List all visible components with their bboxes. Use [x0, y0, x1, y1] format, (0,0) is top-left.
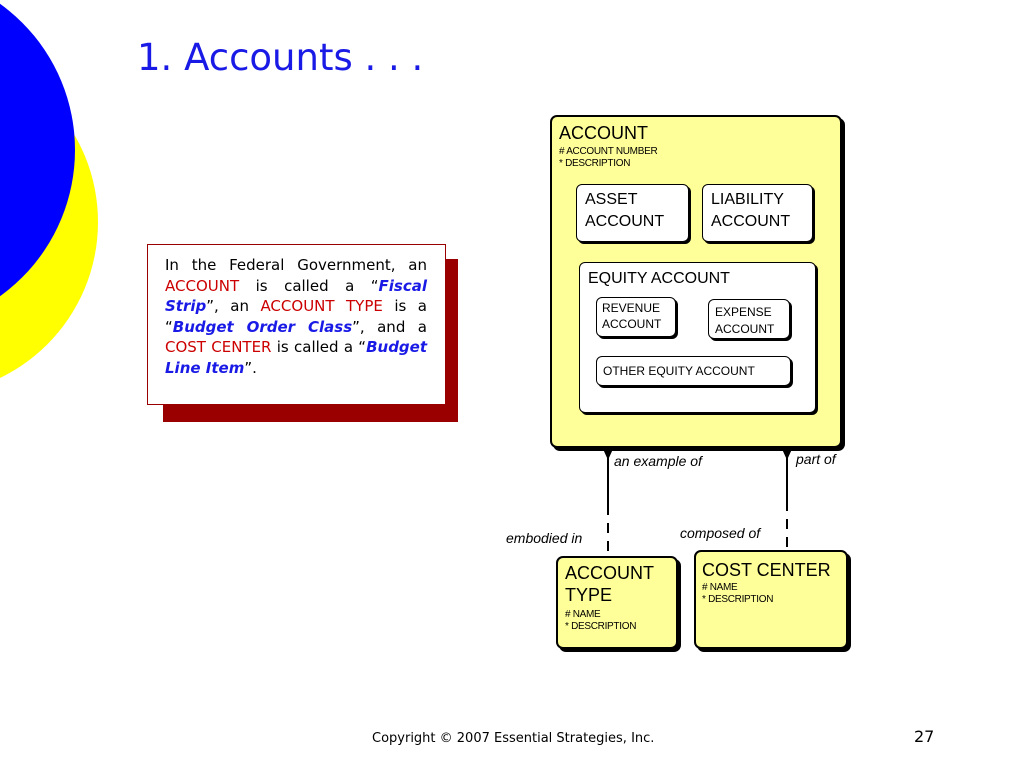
- revenue-account-entity: REVENUE ACCOUNT: [596, 297, 676, 337]
- expense-account-line2: ACCOUNT: [715, 322, 775, 336]
- account-type-line2: TYPE: [565, 585, 613, 605]
- other-equity-account-name: OTHER EQUITY ACCOUNT: [603, 364, 755, 378]
- account-type-entity: ACCOUNT TYPE # NAME * DESCRIPTION: [556, 556, 678, 649]
- note-fiscal-strip: Fiscal Strip: [165, 276, 427, 316]
- rel-embodied-in: embodied in: [506, 530, 583, 546]
- note-text: ”, an: [206, 297, 261, 316]
- equity-account-entity: EQUITY ACCOUNT REVENUE ACCOUNT EXPENSE A…: [579, 262, 816, 413]
- account-type-attr-description: * DESCRIPTION: [565, 621, 637, 632]
- note-box: In the Federal Government, an ACCOUNT is…: [147, 244, 446, 405]
- rel-an-example-of: an example of: [614, 453, 702, 469]
- note-text: ”.: [244, 358, 257, 377]
- note-text: is called a “: [271, 338, 367, 357]
- decorative-circles: [0, 3, 98, 378]
- note-account: ACCOUNT: [165, 276, 240, 295]
- liability-account-entity: LIABILITY ACCOUNT: [702, 184, 813, 242]
- revenue-account-line2: ACCOUNT: [602, 317, 662, 331]
- account-entity-name: ACCOUNT: [559, 123, 648, 143]
- other-equity-account-entity: OTHER EQUITY ACCOUNT: [596, 356, 791, 386]
- cost-center-entity: COST CENTER # NAME * DESCRIPTION: [694, 550, 848, 649]
- liability-account-line2: ACCOUNT: [711, 213, 791, 230]
- crowsfoot-right: [782, 449, 792, 460]
- page-title: 1. Accounts . . .: [137, 36, 424, 79]
- account-attr-number: # ACCOUNT NUMBER: [559, 146, 658, 157]
- expense-account-line1: EXPENSE: [715, 305, 772, 319]
- note-text: is called a “: [239, 276, 379, 295]
- account-attr-description: * DESCRIPTION: [559, 158, 631, 169]
- crowsfoot-left: [603, 449, 613, 460]
- cost-center-attr-description: * DESCRIPTION: [702, 594, 774, 605]
- account-entity: ACCOUNT # ACCOUNT NUMBER * DESCRIPTION A…: [550, 115, 842, 448]
- liability-account-line1: LIABILITY: [711, 191, 784, 208]
- revenue-account-line1: REVENUE: [602, 301, 661, 315]
- yellow-circle: [0, 66, 98, 378]
- account-type-attr-name: # NAME: [565, 609, 601, 620]
- note-text: is a “: [165, 297, 427, 336]
- note-text: In the Federal Government, an: [165, 256, 427, 274]
- equity-account-name: EQUITY ACCOUNT: [588, 270, 730, 287]
- cost-center-name: COST CENTER: [702, 560, 831, 580]
- blue-circle: [0, 3, 75, 297]
- note-cost-center: COST CENTER: [165, 338, 272, 357]
- page-number: 27: [914, 727, 935, 746]
- copyright-footer: Copyright © 2007 Essential Strategies, I…: [372, 731, 655, 746]
- note-budget-order-class: Budget Order Class: [172, 317, 353, 336]
- asset-account-line2: ACCOUNT: [585, 213, 665, 230]
- note-budget-line-item: Budget Line Item: [165, 338, 428, 377]
- note-account-type: ACCOUNT TYPE: [260, 297, 383, 316]
- rel-part-of: part of: [796, 451, 836, 467]
- expense-account-entity: EXPENSE ACCOUNT: [708, 299, 790, 339]
- cost-center-attr-name: # NAME: [702, 582, 738, 593]
- account-type-line1: ACCOUNT: [565, 563, 654, 583]
- rel-composed-of: composed of: [680, 525, 761, 541]
- note-text: ”, and a: [352, 317, 427, 336]
- asset-account-line1: ASSET: [585, 191, 638, 208]
- asset-account-entity: ASSET ACCOUNT: [576, 184, 689, 242]
